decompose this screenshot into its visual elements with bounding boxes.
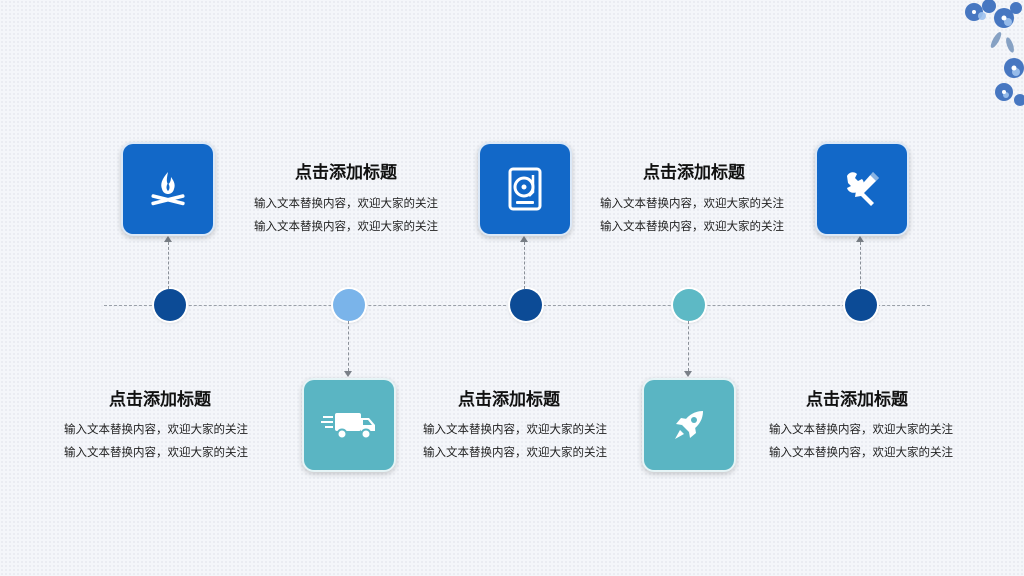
block-text-4b: 输入文本替换内容，欢迎大家的关注 (423, 445, 607, 459)
timeline-dot-2 (333, 289, 365, 321)
rocket-icon (675, 411, 703, 439)
tools-tile (815, 142, 909, 236)
block-text-5b: 输入文本替换内容，欢迎大家的关注 (769, 445, 953, 459)
block-title-2: 点击添加标题 (643, 163, 745, 183)
connector-4 (688, 321, 689, 371)
turntable-tile (478, 142, 572, 236)
timeline-dot-1 (154, 289, 186, 321)
block-text-1b: 输入文本替换内容，欢迎大家的关注 (254, 219, 438, 233)
block-text-3a: 输入文本替换内容，欢迎大家的关注 (64, 422, 248, 436)
block-text-3b: 输入文本替换内容，欢迎大家的关注 (64, 445, 248, 459)
arrow-down-icon (344, 371, 352, 377)
arrow-down-icon (684, 371, 692, 377)
campfire-tile (121, 142, 215, 236)
arrow-up-icon (164, 236, 172, 242)
turntable-icon (508, 167, 542, 211)
block-title-4: 点击添加标题 (458, 390, 560, 410)
block-text-5a: 输入文本替换内容，欢迎大家的关注 (769, 422, 953, 436)
block-title-5: 点击添加标题 (806, 390, 908, 410)
block-text-1a: 输入文本替换内容，欢迎大家的关注 (254, 196, 438, 210)
timeline-dot-3 (510, 289, 542, 321)
block-text-2b: 输入文本替换内容，欢迎大家的关注 (600, 219, 784, 233)
block-text-2a: 输入文本替换内容，欢迎大家的关注 (600, 196, 784, 210)
connector-5 (860, 242, 861, 289)
campfire-icon (151, 172, 185, 206)
block-title-1: 点击添加标题 (295, 163, 397, 183)
connector-3 (524, 242, 525, 289)
arrow-up-icon (856, 236, 864, 242)
tools-icon (847, 172, 879, 206)
truck-tile (302, 378, 396, 472)
block-text-4a: 输入文本替换内容，欢迎大家的关注 (423, 422, 607, 436)
flower-decoration-icon (965, 0, 1024, 106)
timeline-dot-4 (673, 289, 705, 321)
truck-icon (321, 413, 375, 440)
rocket-tile (642, 378, 736, 472)
arrow-up-icon (520, 236, 528, 242)
block-title-3: 点击添加标题 (109, 390, 211, 410)
timeline-dot-5 (845, 289, 877, 321)
connector-1 (168, 242, 169, 289)
connector-2 (348, 321, 349, 371)
